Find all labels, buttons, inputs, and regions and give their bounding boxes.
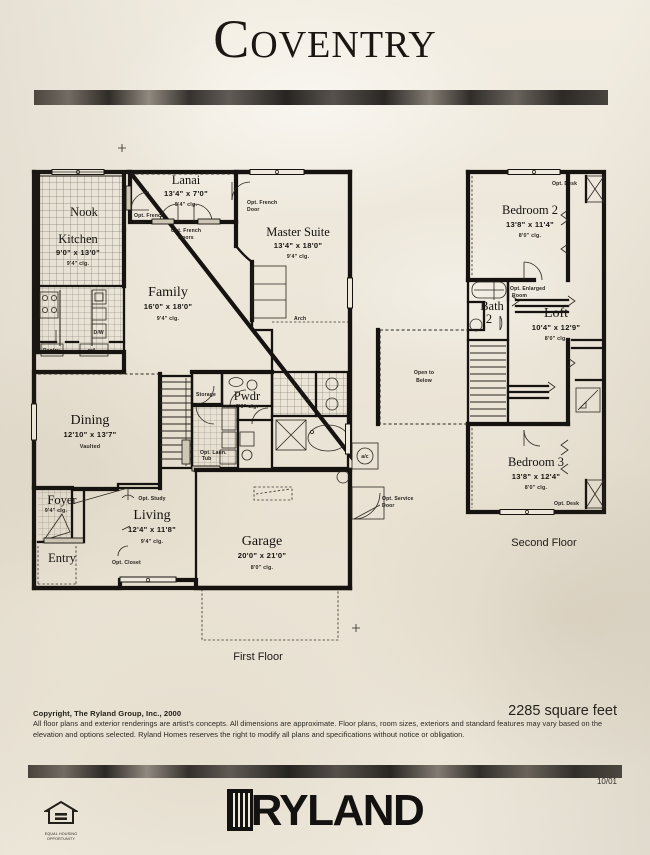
open-to-below-label-2: Below xyxy=(416,378,432,384)
room-clg-kitchen: 9'4" clg. xyxy=(67,261,90,267)
ryland-logo: RYLAND xyxy=(0,786,650,836)
first-floor-label: First Floor xyxy=(233,651,283,663)
open-to-below-label-1: Open to xyxy=(414,370,434,376)
opt-enlarged-room-label-2: Room xyxy=(512,293,527,299)
room-label-lanai: Lanai xyxy=(172,173,201,187)
room-clg-foyer: 9'4" clg. xyxy=(45,508,68,514)
room-label-nook: Nook xyxy=(70,205,99,219)
opt-service-door-label-1: Opt. Service xyxy=(382,496,414,502)
room-clg-garage: 8'0" clg. xyxy=(251,565,274,571)
room-label-entry: Entry xyxy=(48,551,77,565)
room-number-bath2: 2 xyxy=(486,312,492,326)
opt-french-door-label-right-1: Opt. French xyxy=(247,200,277,206)
svg-text:D/W: D/W xyxy=(94,330,104,336)
room-label-bath2: Bath xyxy=(480,299,504,313)
room-dims-kitchen: 9'0" x 13'0" xyxy=(56,248,100,257)
floor-plan-drawing: .w { stroke:#15120f; stroke-width:4.2; f… xyxy=(31,144,607,663)
room-label-foyer: Foyer xyxy=(47,493,77,507)
footer-legal: Copyright, The Ryland Group, Inc., 2000 … xyxy=(33,709,617,740)
storage-label: Storage xyxy=(196,392,216,398)
opt-closet-label: Opt. Closet xyxy=(112,560,141,566)
arch-label: Arch xyxy=(294,316,306,322)
opt-laundry-tub-label-2: Tub xyxy=(202,456,211,462)
opt-desk-label-top: Opt. Desk xyxy=(552,181,577,187)
equal-housing-icon xyxy=(42,800,80,824)
room-label-dining: Dining xyxy=(71,413,110,428)
page-title: Coventry xyxy=(213,9,437,69)
opt-desk-label-bottom: Opt. Desk xyxy=(554,501,579,507)
room-clg-master: 9'4" clg. xyxy=(287,254,310,260)
disclaimer-line-1: All floor plans and exterior renderings … xyxy=(33,719,557,728)
room-label-garage: Garage xyxy=(242,534,282,549)
room-dims-garage: 20'0" x 21'0" xyxy=(238,551,287,560)
room-label-master: Master Suite xyxy=(266,225,330,239)
room-dims-living: 12'4" x 11'8" xyxy=(128,525,176,534)
room-dims-lanai: 13'4" x 7'0" xyxy=(164,189,208,198)
room-label-bedroom3: Bedroom 3 xyxy=(508,455,564,469)
room-dims-family: 16'0" x 18'0" xyxy=(144,302,193,311)
room-label-living: Living xyxy=(133,508,170,523)
room-dims-loft: 10'4" x 12'9" xyxy=(532,323,581,332)
opt-french-door-label-left-2: Door xyxy=(134,220,146,226)
room-dims-master: 13'4" x 18'0" xyxy=(274,241,323,250)
room-dims-bedroom3: 13'8" x 12'4" xyxy=(512,472,561,481)
room-label-bedroom2: Bedroom 2 xyxy=(502,203,558,217)
room-dims-dining: 12'10" x 13'7" xyxy=(63,430,116,439)
brand-wordmark: RYLAND xyxy=(250,786,425,835)
second-floor-label: Second Floor xyxy=(511,537,577,549)
second-floor-plan: Bedroom 2 13'8" x 11'4" 8'0" clg. Opt. D… xyxy=(375,169,607,549)
room-clg-living: 9'4" clg. xyxy=(141,539,164,545)
room-label-kitchen: Kitchen xyxy=(58,232,98,246)
room-clg-dining: Vaulted xyxy=(80,444,101,450)
equal-housing-opportunity-logo: EQUAL HOUSING OPPORTUNITY xyxy=(40,800,82,841)
opt-laundry-tub-label-1: Opt. Laun. xyxy=(200,450,227,456)
opt-service-door-label-2: Door xyxy=(382,503,394,509)
footer-rule xyxy=(28,765,622,778)
room-label-pwdr: Pwdr xyxy=(234,389,261,403)
opt-study-label: Opt. Study xyxy=(138,496,165,502)
disclaimer-line-2: based on the elevation and options selec… xyxy=(33,719,603,739)
room-clg-family: 9'4" clg. xyxy=(157,316,180,322)
copyright-line: Copyright, The Ryland Group, Inc., 2000 xyxy=(33,709,182,718)
opt-enlarged-room-label-1: Opt. Enlarged xyxy=(510,286,545,292)
eho-text-line-1: EQUAL HOUSING xyxy=(44,832,78,836)
opt-french-door-label-left-1: Opt. French xyxy=(134,213,164,219)
ac-label: a/c xyxy=(361,454,369,460)
header-rule xyxy=(34,90,608,105)
room-clg-loft: 8'0" clg. xyxy=(545,336,568,342)
column-icon xyxy=(226,789,253,831)
first-floor-plan: D/W Pantry ref Nook Kitchen 9'0" x 13'0"… xyxy=(31,144,414,663)
square-feet-label: 2285 square feet xyxy=(508,703,617,719)
room-clg-bedroom2: 8'0" clg. xyxy=(519,233,542,239)
room-clg-pwdr: 8'0" clg. xyxy=(236,404,259,410)
eho-text-line-2: OPPORTUNITY xyxy=(46,837,76,842)
date-code: 10/01 xyxy=(596,777,617,786)
room-label-loft: Loft xyxy=(544,306,568,321)
room-clg-lanai: 9'4" clg. xyxy=(175,202,198,208)
room-dims-bedroom2: 13'8" x 11'4" xyxy=(506,220,554,229)
opt-french-door-label-right-2: Door xyxy=(247,207,259,213)
opt-french-doors-label-2: Doors xyxy=(178,235,193,241)
room-clg-bedroom3: 8'0" clg. xyxy=(525,485,548,491)
disclaimer-text: All floor plans and exterior renderings … xyxy=(33,719,617,740)
room-label-family: Family xyxy=(148,285,188,300)
opt-french-doors-label-1: Opt. French xyxy=(171,228,201,234)
